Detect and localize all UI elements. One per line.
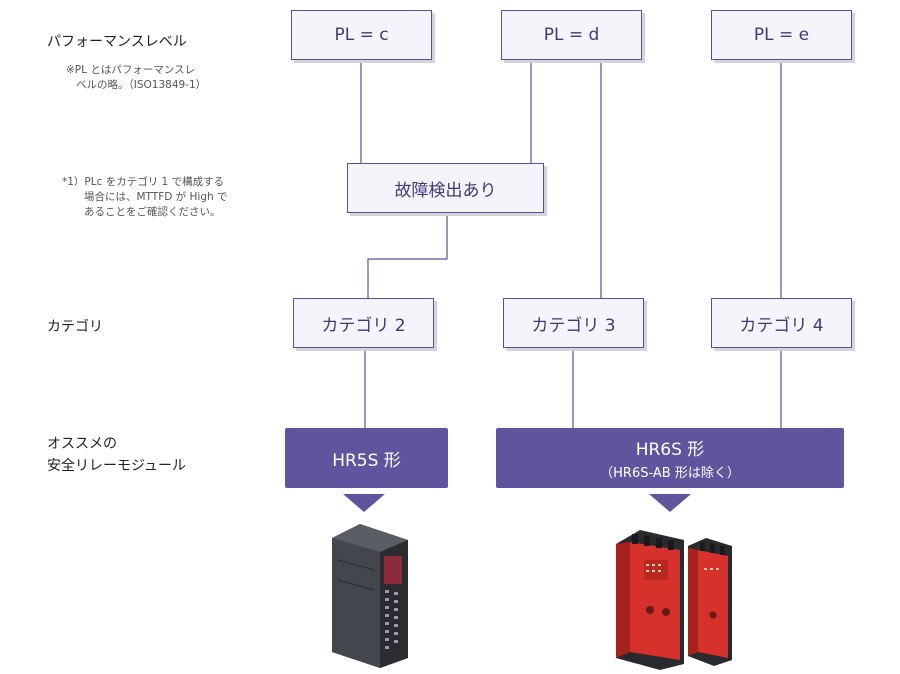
pl-d-box: PL = d [501,10,642,60]
label-performance-level: パフォーマンスレベル [47,34,187,50]
note-plc-line3: あることをご確認ください。 [84,206,221,218]
arrow-down-hr6s [649,494,691,512]
pl-e-box: PL = e [711,10,852,60]
pl-c-box: PL = c [291,10,432,60]
category-4-box: カテゴリ 4 [711,298,852,348]
label-recommended-line1: オススメの [47,436,117,452]
note-pl-line2: ベルの略。（ISO13849-1） [76,79,207,91]
note-plc: *1）PLc をカテゴリ 1 で構成する 場合には、MTTFD が High で… [62,175,227,220]
note-pl: ※PL とはパフォーマンスレ ベルの略。（ISO13849-1） [66,63,206,93]
label-category: カテゴリ [47,319,103,335]
note-plc-line2: 場合には、MTTFD が High で [84,191,228,203]
arrow-down-hr5s [343,494,385,512]
hr6s-box: HR6S 形 （HR6S-AB 形は除く） [496,428,844,488]
note-pl-line1: ※PL とはパフォーマンスレ [66,64,196,76]
hr6s-product-image [616,530,732,670]
hr6s-label: HR6S 形 [635,440,705,460]
connector-fault-cat2 [367,213,448,298]
label-recommended-line2: 安全リレーモジュール [47,458,187,474]
fault-detection-box: 故障検出あり [347,163,544,213]
hr5s-box: HR5S 形 [285,428,448,488]
category-3-box: カテゴリ 3 [503,298,644,348]
hr6s-sub-label: （HR6S-AB 形は除く） [600,466,740,481]
note-plc-line1: *1）PLc をカテゴリ 1 で構成する [62,176,225,188]
hr5s-label: HR5S 形 [332,450,401,471]
hr5s-product-image [332,524,408,668]
category-2-box: カテゴリ 2 [293,298,434,348]
label-recommended: オススメの 安全リレーモジュール [47,433,186,477]
